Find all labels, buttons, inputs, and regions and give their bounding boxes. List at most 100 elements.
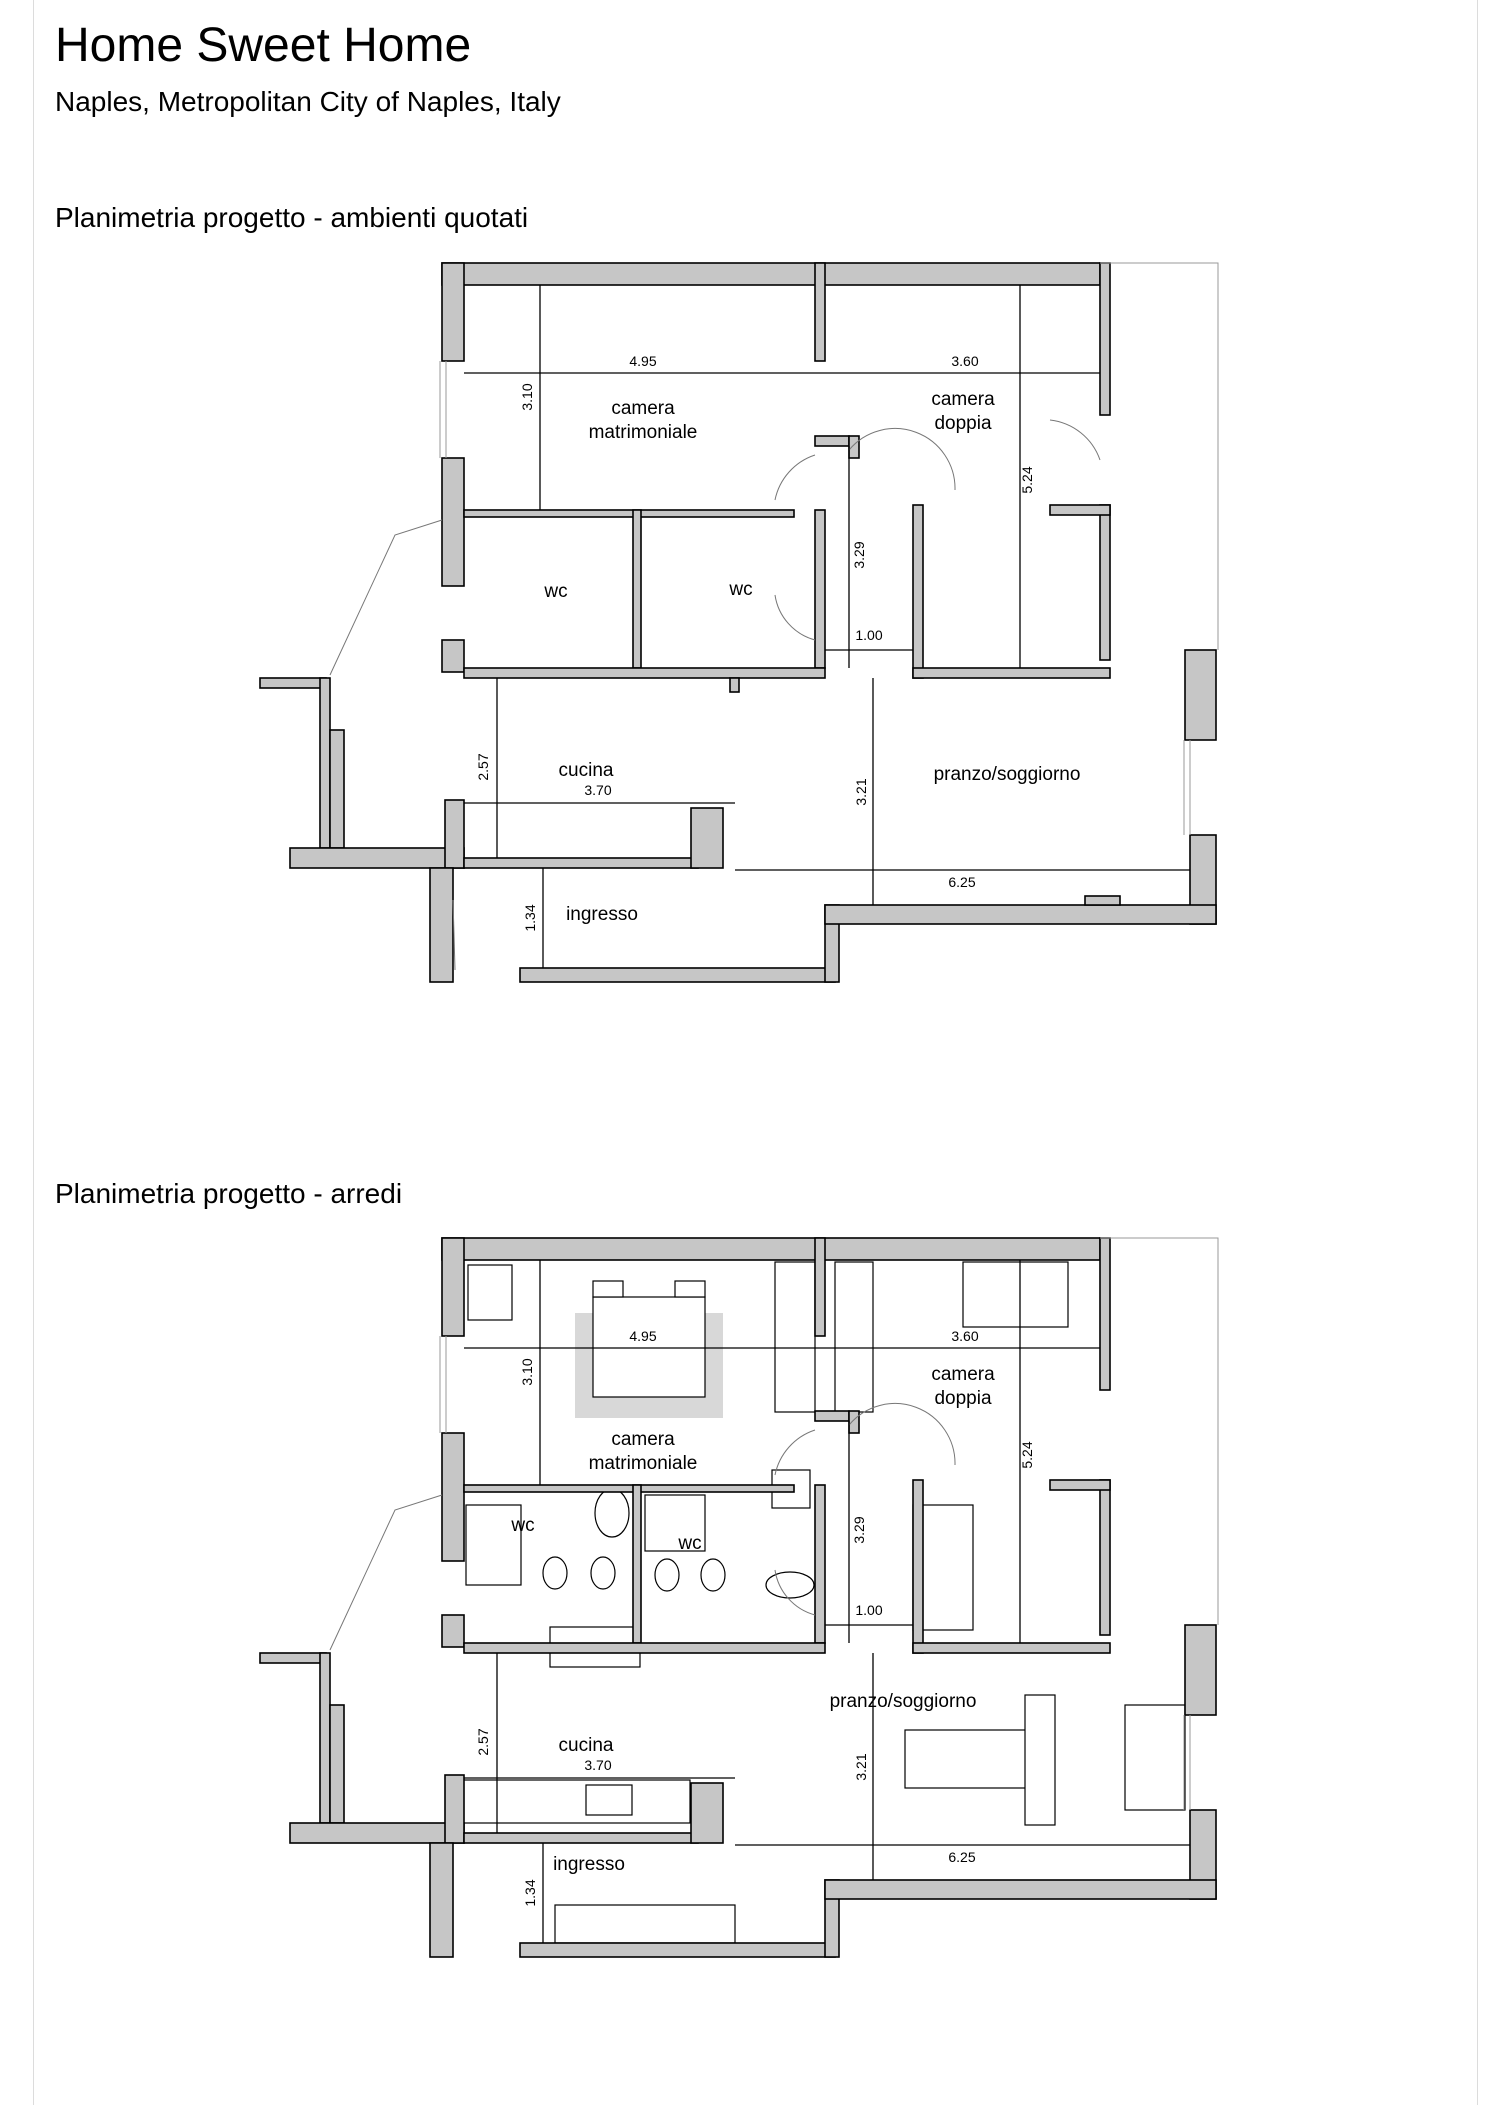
wall xyxy=(814,1410,850,1422)
kitchen-counter xyxy=(459,1779,691,1824)
dimension-labels: 4.95 3.10 3.60 5.24 3.29 1.00 2.57 3.70 … xyxy=(475,1328,1035,1907)
window xyxy=(439,1336,447,1433)
door-swing xyxy=(774,1429,816,1476)
wall xyxy=(519,1942,836,1958)
dim-label: 6.25 xyxy=(948,1849,975,1865)
wall xyxy=(729,677,740,693)
floor-plan-furnished: 4.95 3.10 3.60 5.24 3.29 1.00 2.57 3.70 … xyxy=(259,1237,1219,1958)
right-page-edge-line xyxy=(1477,0,1478,2105)
wall xyxy=(441,262,1101,286)
wall xyxy=(441,1432,465,1562)
wall xyxy=(289,847,465,869)
wall xyxy=(463,1484,795,1493)
armchair xyxy=(467,1264,513,1321)
wall xyxy=(259,1652,327,1664)
room-label-wc: wc xyxy=(677,1533,701,1554)
nightstand xyxy=(674,1280,706,1298)
room-label-pranzo: pranzo/soggiorno xyxy=(830,1691,977,1712)
page-title: Home Sweet Home xyxy=(55,19,472,72)
room-label-ingresso: ingresso xyxy=(553,1854,625,1875)
room-label-wc: wc xyxy=(543,581,567,602)
floor-plan-dimensioned: 4.95 3.10 3.60 5.24 3.29 1.00 2.57 3.70 … xyxy=(259,262,1219,983)
walls xyxy=(259,1237,1217,1958)
room-label-doppia: doppia xyxy=(934,413,991,434)
dim-label: 2.57 xyxy=(475,1728,491,1755)
bidet xyxy=(700,1558,726,1592)
window xyxy=(1100,1237,1219,1625)
toilet xyxy=(654,1558,680,1592)
wall xyxy=(463,1832,699,1844)
hob xyxy=(585,1784,633,1816)
bidet xyxy=(590,1556,616,1590)
dim-label: 3.21 xyxy=(853,778,869,805)
wall xyxy=(814,1484,826,1644)
wall xyxy=(444,1774,465,1844)
room-labels: camera matrimoniale camera doppia wc wc … xyxy=(510,1364,995,1875)
door-swing xyxy=(329,519,443,676)
wall xyxy=(1184,649,1217,741)
wall xyxy=(824,904,1217,925)
doors-and-windows xyxy=(329,262,1219,971)
door-swing xyxy=(774,454,816,501)
door-swing xyxy=(329,1494,443,1651)
wall xyxy=(441,1614,465,1648)
room-labels: camera matrimoniale camera doppia wc wc … xyxy=(543,389,1080,925)
nightstand xyxy=(592,1280,624,1298)
wall xyxy=(1049,1479,1111,1491)
dim-label: 3.10 xyxy=(519,1358,535,1385)
wall xyxy=(259,677,327,689)
wall xyxy=(463,509,795,518)
wall xyxy=(912,504,924,679)
room-label-doppia: doppia xyxy=(934,1388,991,1409)
window xyxy=(1183,1715,1191,1810)
dim-label: 3.29 xyxy=(851,1516,867,1543)
wall xyxy=(463,667,826,679)
furniture xyxy=(459,1261,1186,1944)
walls xyxy=(259,262,1217,983)
dim-label: 1.00 xyxy=(855,627,882,643)
wall xyxy=(1099,1237,1111,1391)
window xyxy=(1183,740,1191,835)
location-subtitle: Naples, Metropolitan City of Naples, Ita… xyxy=(55,86,561,117)
dim-label: 2.57 xyxy=(475,753,491,780)
dim-label: 6.25 xyxy=(948,874,975,890)
dimension-lines xyxy=(464,1260,1190,1943)
doors-and-windows xyxy=(329,1237,1219,1810)
dim-label: 1.34 xyxy=(522,1879,538,1906)
wall xyxy=(429,867,454,983)
wall xyxy=(441,1237,465,1337)
dim-label: 4.95 xyxy=(629,1328,656,1344)
dim-label: 5.24 xyxy=(1019,1441,1035,1468)
toilet xyxy=(542,1556,568,1590)
room-label-camera: camera xyxy=(611,398,675,419)
entrance-cabinet xyxy=(554,1904,736,1944)
bed xyxy=(592,1296,706,1398)
wall xyxy=(444,799,465,869)
dim-label: 3.21 xyxy=(853,1753,869,1780)
shower xyxy=(465,1504,522,1586)
wall xyxy=(441,639,465,673)
door-swing xyxy=(1049,419,1101,461)
wall xyxy=(690,1782,724,1844)
wall xyxy=(1184,1624,1217,1716)
window xyxy=(1100,262,1219,650)
wall xyxy=(1099,1479,1111,1636)
dining-table xyxy=(904,1729,1028,1789)
door-swing xyxy=(452,899,456,971)
wall xyxy=(632,509,642,669)
room-label-camera: camera xyxy=(931,1364,995,1385)
wall xyxy=(1099,262,1111,416)
door-swing xyxy=(848,1403,956,1466)
wall xyxy=(1099,504,1111,661)
wardrobe xyxy=(834,1261,874,1413)
wall xyxy=(463,1642,826,1654)
room-label-matrimoniale: matrimoniale xyxy=(589,422,698,443)
single-bed xyxy=(962,1261,1069,1328)
door-swing xyxy=(848,428,956,491)
wardrobe xyxy=(774,1261,816,1413)
wall xyxy=(319,1652,331,1824)
dim-label: 3.70 xyxy=(584,1757,611,1773)
room-label-matrimoniale: matrimoniale xyxy=(589,1453,698,1474)
wall xyxy=(814,262,826,362)
wall xyxy=(329,1704,345,1824)
